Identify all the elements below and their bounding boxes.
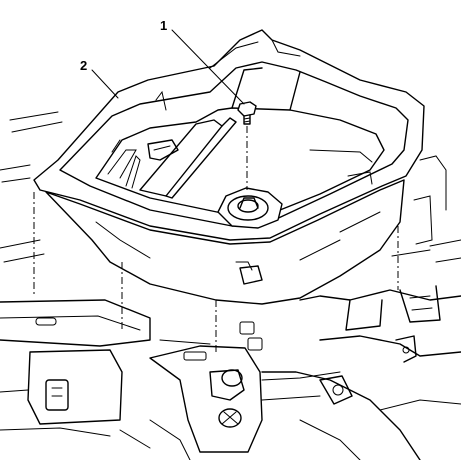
storage-tub xyxy=(33,29,425,305)
callout-2: 2 xyxy=(80,58,87,73)
retaining-bolt xyxy=(237,101,257,125)
callout-1: 1 xyxy=(160,18,167,33)
vehicle-floor-structure xyxy=(0,111,461,460)
leader-lines xyxy=(91,29,245,105)
alignment-lines xyxy=(33,126,399,354)
